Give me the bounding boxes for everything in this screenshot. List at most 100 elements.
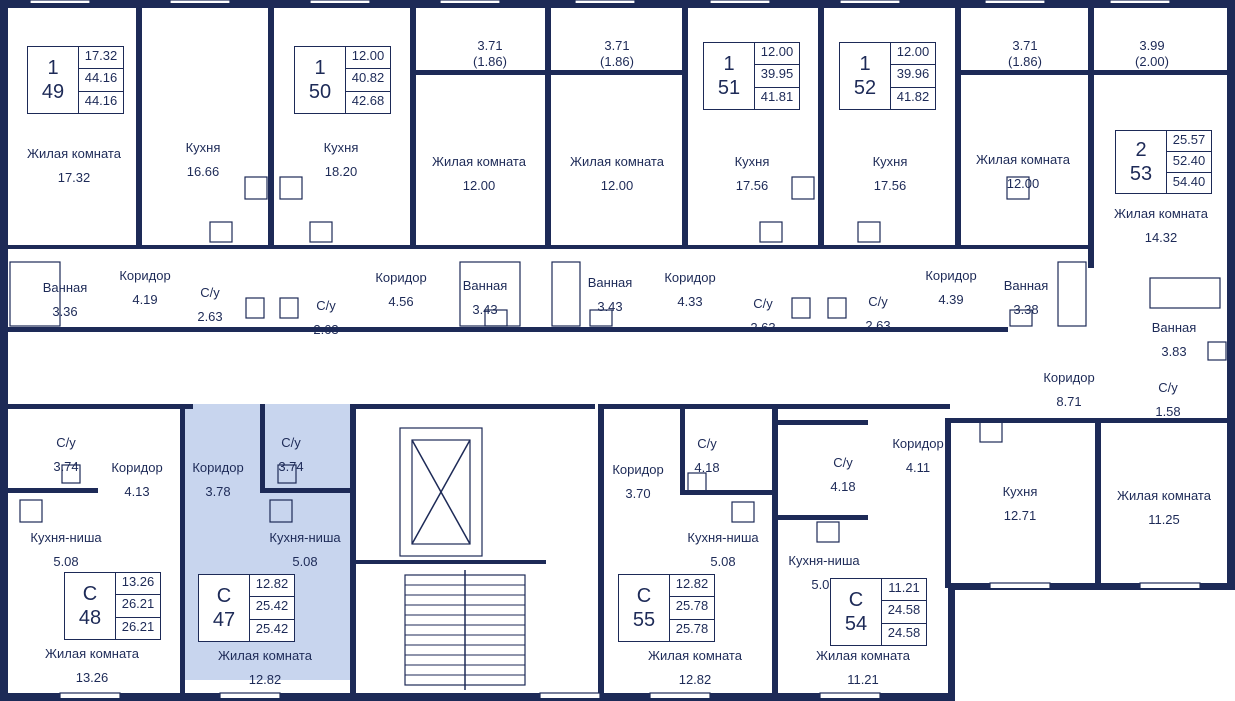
room-area: 3.43 (472, 302, 498, 317)
room-name: С/у (1158, 380, 1178, 395)
room-name: Жилая комната (1117, 488, 1211, 503)
unit-number: 55 (632, 609, 656, 631)
room-label: 3.71 (1.86) (473, 38, 507, 70)
room-name: Ванная (1151, 320, 1197, 335)
room-name: Кухня (872, 154, 908, 169)
total-area: 25.42 (250, 597, 294, 620)
unit-type: С (82, 583, 98, 605)
corridor-bottom-wall-mid (350, 404, 595, 409)
top-rooms-bottom-wall (8, 245, 1088, 249)
room-area: 12.00 (600, 178, 634, 193)
stove-3 (1006, 176, 1030, 200)
room-area: 4.11 (905, 460, 931, 475)
sink-4 (484, 309, 508, 327)
outer-wall-left (0, 0, 8, 701)
window-top-2 (309, 0, 371, 7)
bottom-wall-5 (1095, 418, 1101, 588)
room-name: Жилая комната (27, 146, 121, 161)
room-name: Кухня-ниша (687, 530, 759, 545)
bottom-wall-0 (180, 404, 185, 694)
room-area: 3.83 (1161, 344, 1187, 359)
balcony-wall-1 (410, 70, 685, 75)
window-top-4 (574, 0, 636, 7)
unit-type: 1 (723, 53, 735, 75)
unit-type: С (636, 585, 652, 607)
room-name: Коридор (1043, 370, 1095, 385)
unit-type: 1 (47, 57, 59, 79)
room-area: 1.58 (1155, 404, 1181, 419)
window-bottom-6 (1140, 583, 1200, 588)
area-with-balcony: 25.78 (675, 620, 709, 636)
toilet-0 (245, 297, 265, 319)
room-name: Кухня-ниша (30, 530, 102, 545)
window-top-7 (984, 0, 1046, 7)
room-area: 3.43 (597, 299, 623, 314)
room-area: 12.71 (1003, 508, 1037, 523)
window-top-5 (710, 0, 770, 3)
room-name: С/у (697, 436, 717, 451)
bottom-wall-2 (598, 404, 604, 694)
top-wall-4 (682, 8, 688, 248)
room-name: Коридор (612, 462, 664, 477)
room-label: 3.71 (1.86) (600, 38, 634, 70)
toilet-4 (61, 464, 81, 484)
room-area: 2.63 (313, 322, 339, 337)
room-area: 4.18 (830, 479, 856, 494)
room-area: 12.00 (1006, 176, 1040, 191)
living-area: 25.57 (1167, 131, 1211, 152)
living-area: 12.00 (891, 43, 935, 66)
corridor-bottom-wall-left (8, 404, 193, 409)
room-area: 14.32 (1144, 230, 1178, 245)
room-label: Коридор 8.71 (1043, 370, 1094, 410)
room-area: 3.74 (53, 459, 79, 474)
area-with-balcony: 41.81 (760, 88, 794, 104)
window-bottom-2 (539, 692, 601, 700)
room-name: С/у (281, 435, 301, 450)
unit-type: 1 (859, 53, 871, 75)
total-area: 24.58 (882, 601, 926, 624)
room-area: 2.63 (750, 320, 776, 335)
window-bottom-0 (60, 693, 120, 698)
window-top-7 (985, 0, 1045, 3)
area-with-balcony: 25.42 (255, 620, 289, 636)
unit-type: 2 (1135, 139, 1147, 161)
room-area: 8.71 (1056, 394, 1082, 409)
unit-number: 49 (41, 81, 65, 103)
room-name: Кухня (185, 140, 221, 155)
unit-type: С (848, 589, 864, 611)
balcony-wall-2 (955, 70, 1227, 75)
window-bottom-4 (819, 692, 881, 700)
room-area: 3.70 (625, 486, 651, 501)
unit-number: 47 (212, 609, 236, 631)
sink-8 (19, 499, 43, 523)
toilet-7 (1207, 341, 1227, 361)
window-top-0 (29, 0, 91, 7)
sink-3 (857, 221, 881, 243)
room-name: Коридор (892, 436, 944, 451)
room-name: Коридор (111, 460, 163, 475)
sink-2 (759, 221, 783, 243)
room-label: 3.99 (2.00) (1135, 38, 1169, 70)
